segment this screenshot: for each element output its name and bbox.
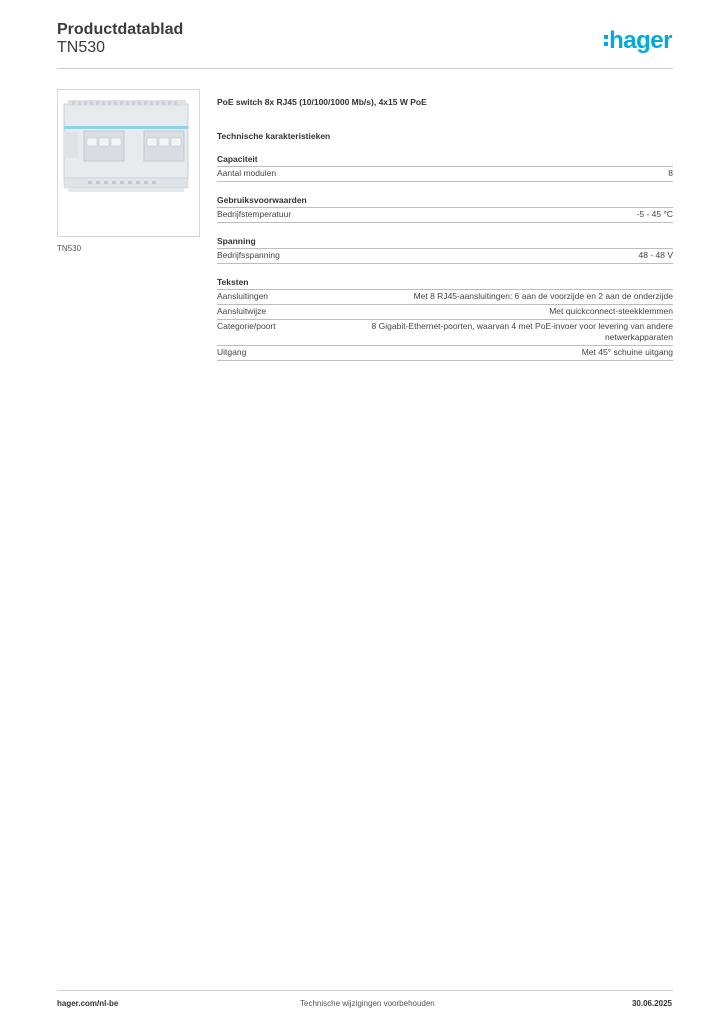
spec-value: Met 8 RJ45-aansluitingen: 6 aan de voorz… [413, 291, 673, 301]
spec-value: Met quickconnect-steekklemmen [549, 306, 673, 316]
spec-section-capaciteit: Capaciteit Aantal modulen 8 [217, 154, 673, 182]
logo-text: hager [609, 27, 672, 54]
spec-label: Aansluitingen [217, 291, 269, 301]
section-title: Gebruiksvoorwaarden [217, 195, 673, 208]
section-title: Teksten [217, 277, 673, 290]
spec-label: Bedrijfstemperatuur [217, 209, 292, 219]
spec-label: Bedrijfsspanning [217, 250, 280, 260]
spec-row: Bedrijfstemperatuur -5 - 45 °C [217, 208, 673, 223]
footer-divider [57, 990, 673, 991]
spec-content: PoE switch 8x RJ45 (10/100/1000 Mb/s), 4… [217, 97, 673, 361]
spec-value: 8 [668, 168, 673, 178]
spec-row: Categorie/poort 8 Gigabit-Ethernet-poort… [217, 320, 673, 346]
spec-label: Aansluitwijze [217, 306, 267, 316]
spec-value: -5 - 45 °C [636, 209, 673, 219]
logo-dots-icon [604, 35, 609, 49]
footer-date: 30.06.2025 [631, 999, 672, 1008]
spec-value: Met 45° schuine uitgang [581, 347, 673, 357]
footer-website-link[interactable]: hager.com/nl-be [57, 999, 119, 1008]
spec-row: Aantal modulen 8 [217, 167, 673, 182]
poe-switch-device-image [63, 100, 189, 192]
section-title: Spanning [217, 236, 673, 249]
spec-label: Categorie/poort [217, 321, 276, 331]
hager-logo: hager [604, 29, 672, 53]
document-title: Productdatablad [57, 21, 184, 38]
spec-section-spanning: Spanning Bedrijfsspanning 48 - 48 V [217, 236, 673, 264]
spec-value: 8 Gigabit-Ethernet-poorten, waarvan 4 me… [371, 321, 673, 342]
spec-row: Aansluitwijze Met quickconnect-steekklem… [217, 305, 673, 320]
spec-section-gebruiksvoorwaarden: Gebruiksvoorwaarden Bedrijfstemperatuur … [217, 195, 673, 223]
header-divider [57, 68, 673, 69]
spec-label: Aantal modulen [217, 168, 277, 178]
spec-row: Aansluitingen Met 8 RJ45-aansluitingen: … [217, 290, 673, 305]
spec-row: Uitgang Met 45° schuine uitgang [217, 346, 673, 361]
tech-characteristics-heading: Technische karakteristieken [217, 131, 331, 141]
product-code: TN530 [57, 39, 106, 56]
spec-section-teksten: Teksten Aansluitingen Met 8 RJ45-aanslui… [217, 277, 673, 361]
footer-notice: Technische wijzigingen voorbehouden [300, 999, 435, 1008]
spec-value: 48 - 48 V [638, 250, 674, 260]
product-image-frame [57, 89, 200, 237]
product-image-caption: TN530 [57, 244, 82, 253]
product-description: PoE switch 8x RJ45 (10/100/1000 Mb/s), 4… [217, 97, 427, 107]
spec-label: Uitgang [217, 347, 247, 357]
section-title: Capaciteit [217, 154, 673, 167]
spec-row: Bedrijfsspanning 48 - 48 V [217, 249, 673, 264]
